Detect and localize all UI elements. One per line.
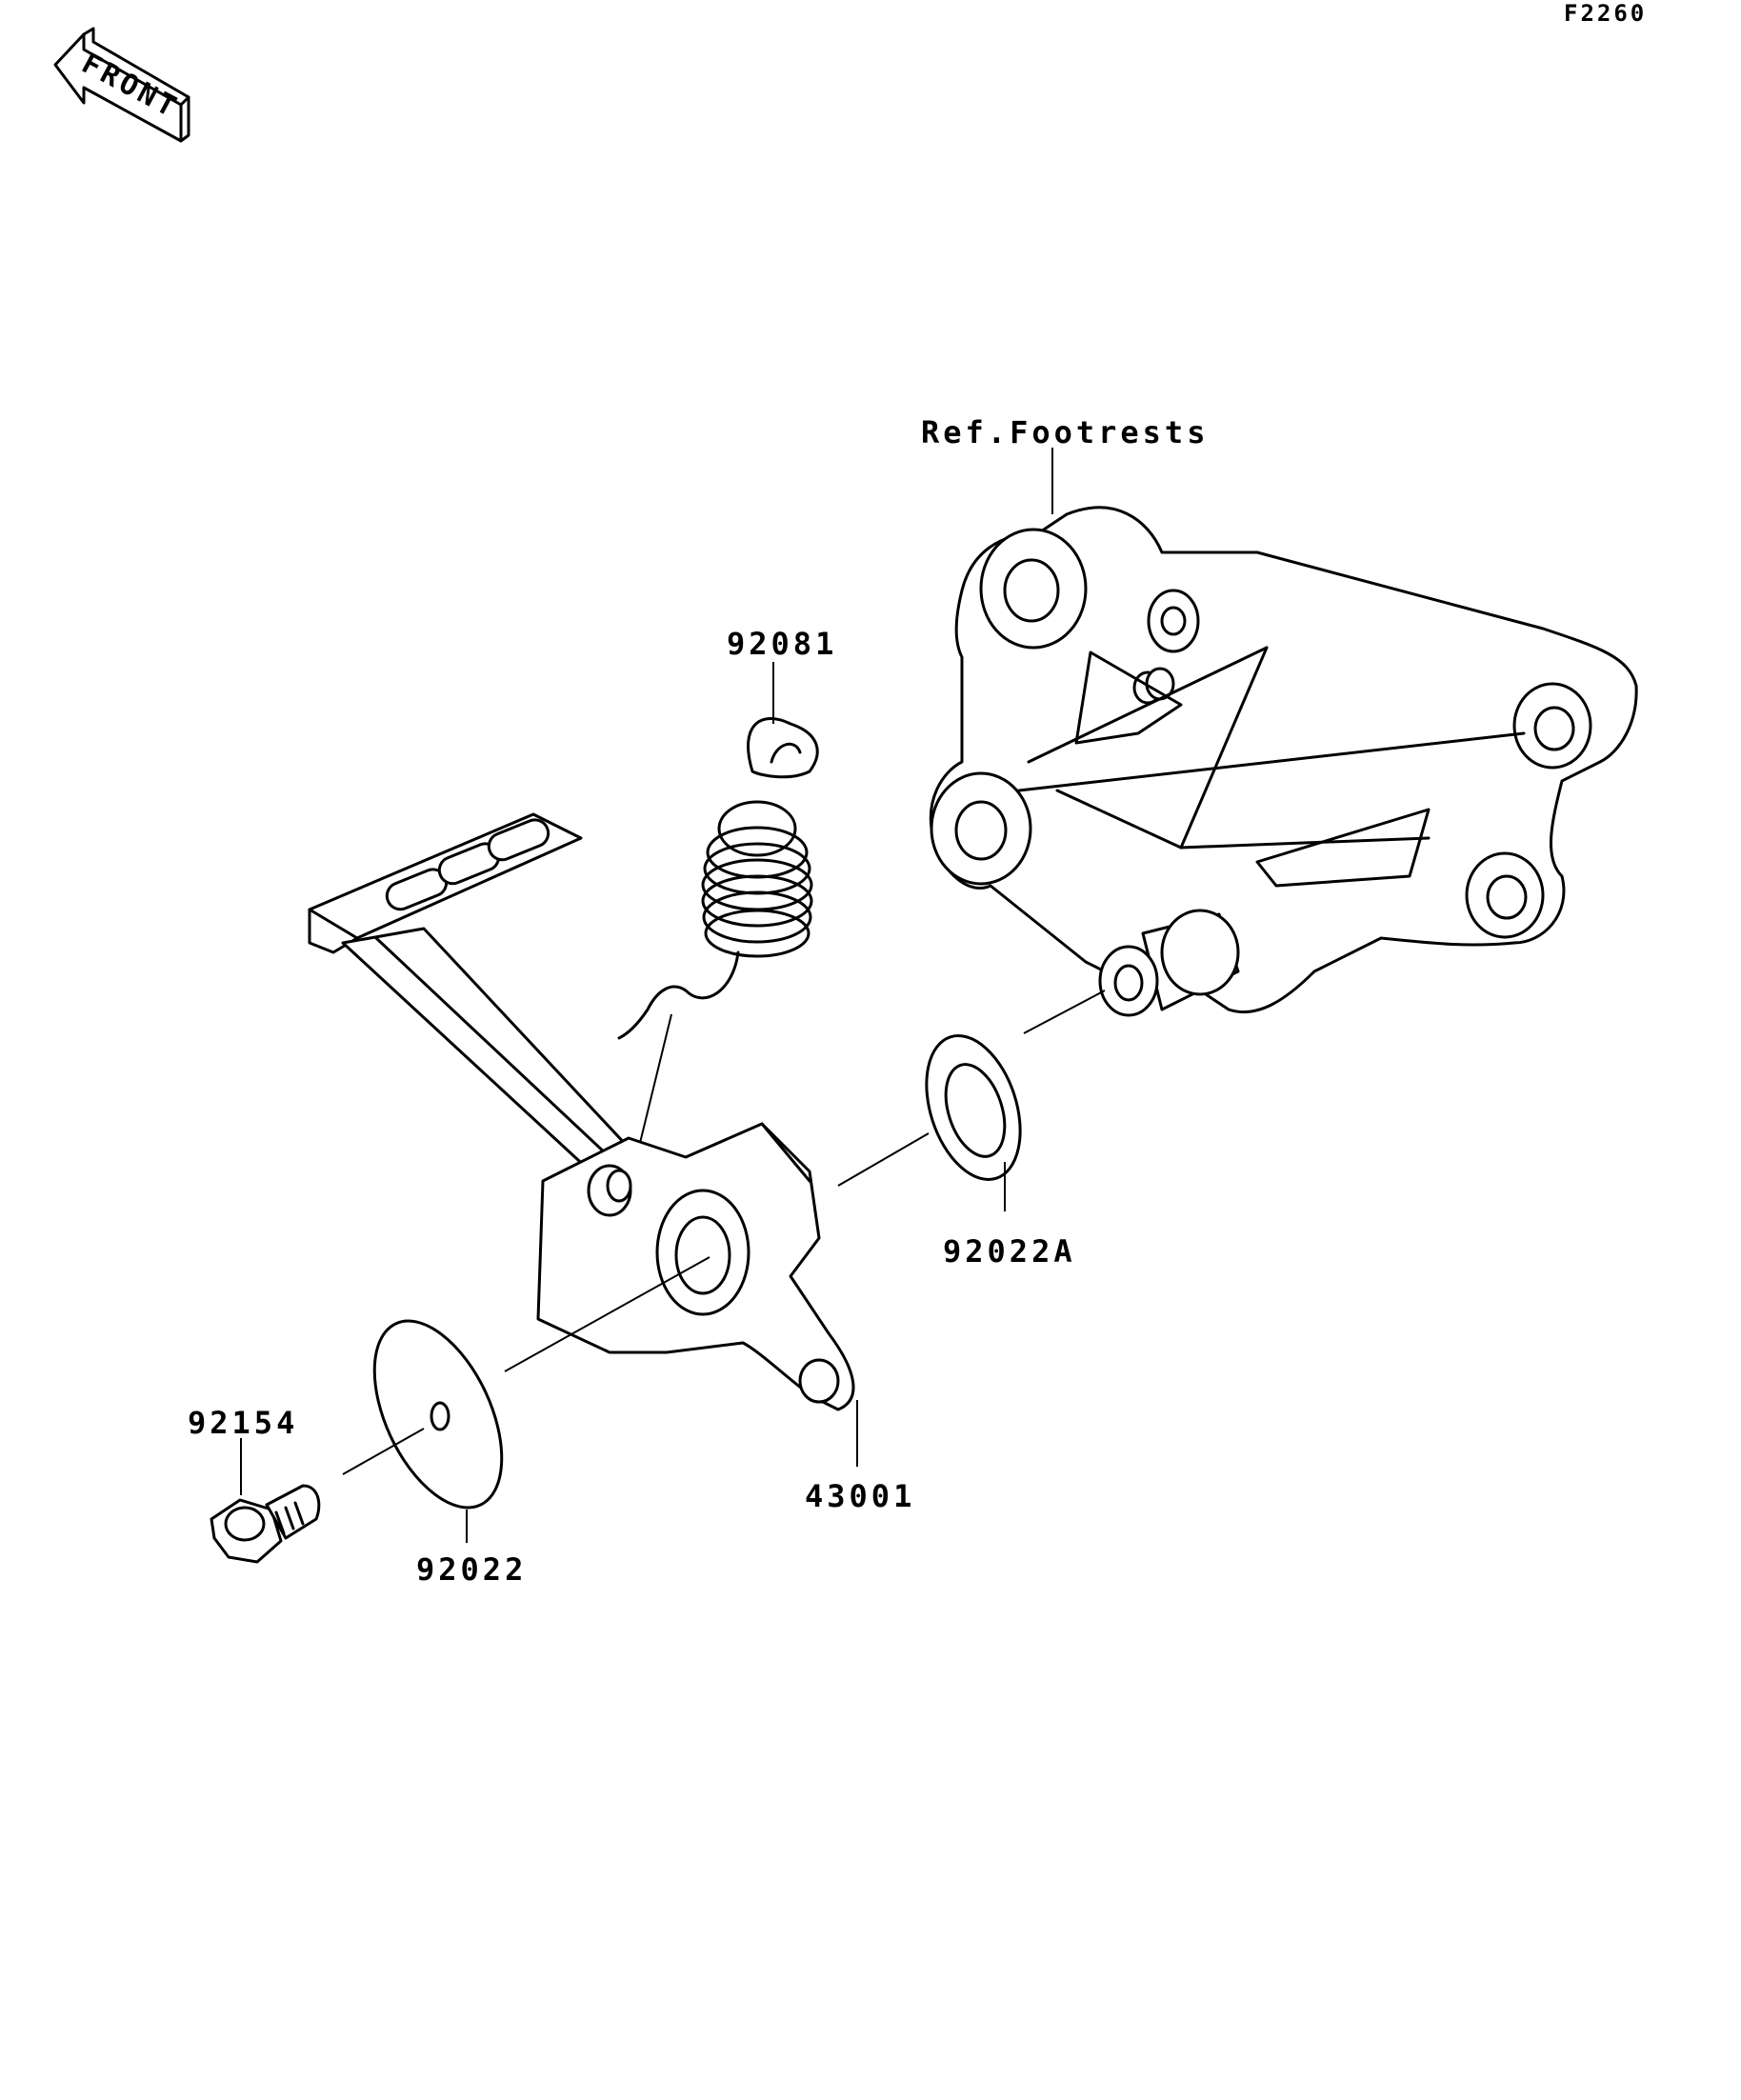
figure-id: F2260 — [1564, 0, 1648, 27]
leader-lines — [240, 448, 1106, 1543]
label-part-92154: 92154 — [188, 1405, 299, 1441]
brake-pedal — [308, 812, 855, 1411]
washer-92022 — [372, 1319, 504, 1510]
front-arrow-icon: FRONT — [53, 27, 190, 143]
return-spring — [617, 717, 819, 1040]
washer-92022a — [925, 1034, 1022, 1181]
label-part-92022: 92022 — [416, 1551, 528, 1588]
label-part-92081: 92081 — [727, 626, 838, 662]
footrest-bracket — [929, 506, 1638, 1017]
label-part-92022a: 92022A — [943, 1233, 1076, 1270]
label-ref-footrests: Ref.Footrests — [921, 414, 1210, 450]
bolt-92154 — [210, 1484, 321, 1564]
label-part-43001: 43001 — [805, 1478, 916, 1514]
